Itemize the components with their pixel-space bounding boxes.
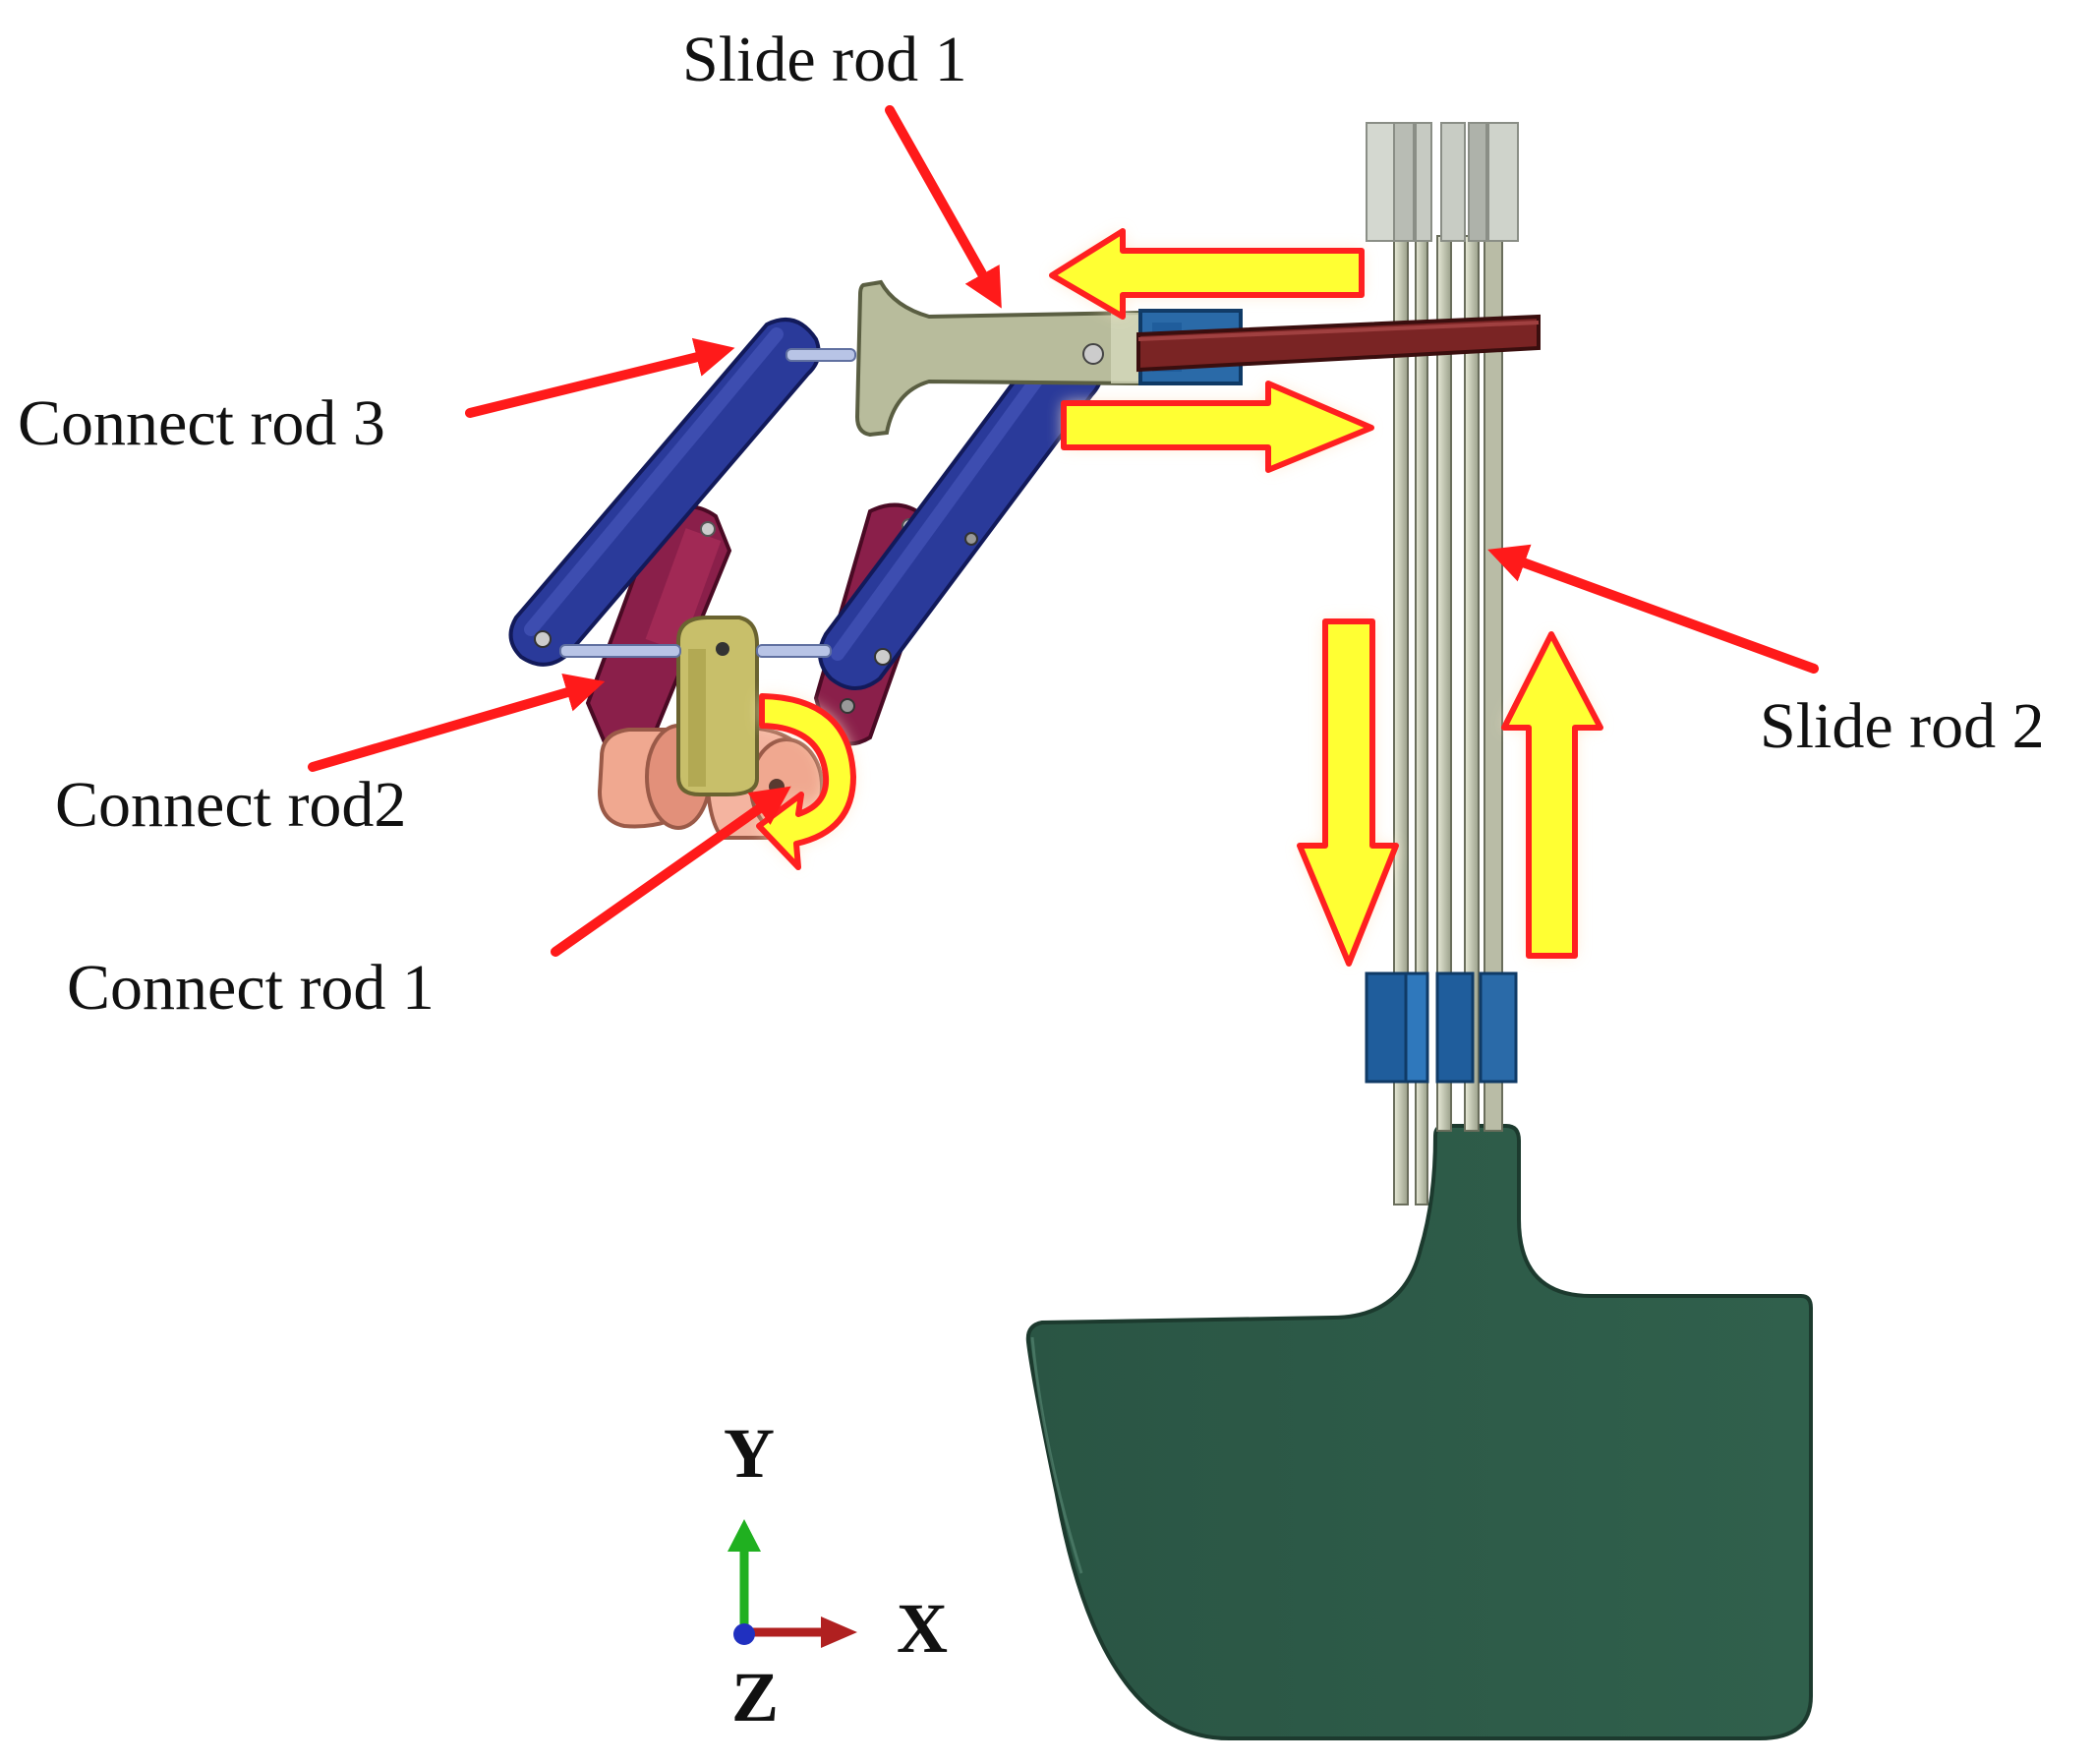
connect-rod-3 [508, 318, 1104, 714]
slide-rod-2-assembly [1365, 122, 1519, 1205]
pointer-connect-rod-3 [465, 337, 735, 418]
connect-rod-1 [597, 616, 824, 840]
annotation-arrows [308, 105, 1819, 957]
pointer-connect-rod-2 [308, 673, 606, 772]
axis-label-y: Y [724, 1414, 775, 1493]
axis-label-x: X [897, 1589, 948, 1668]
axis-label-z: Z [731, 1658, 780, 1736]
motion-arrow-right [1061, 381, 1374, 473]
label-connect-rod-1: Connect rod 1 [67, 952, 435, 1024]
motion-arrow-up [1501, 631, 1603, 959]
coordinate-triad [727, 1519, 857, 1648]
rudder-blade [1025, 1124, 1813, 1740]
pointer-slide-rod-2 [1487, 544, 1819, 674]
slide-rod-1 [854, 279, 1541, 438]
motion-arrow-left [1049, 228, 1365, 320]
pointer-connect-rod-1 [551, 786, 791, 957]
label-slide-rod-1: Slide rod 1 [682, 24, 967, 95]
motion-arrow-down [1297, 618, 1399, 967]
motion-arrows [756, 228, 1603, 967]
label-slide-rod-2: Slide rod 2 [1760, 690, 2045, 762]
label-connect-rod-3: Connect rod 3 [18, 387, 385, 459]
z-axis-dot [733, 1623, 755, 1645]
label-connect-rod-2: Connect rod2 [55, 769, 407, 841]
pointer-slide-rod-1 [885, 105, 1002, 309]
